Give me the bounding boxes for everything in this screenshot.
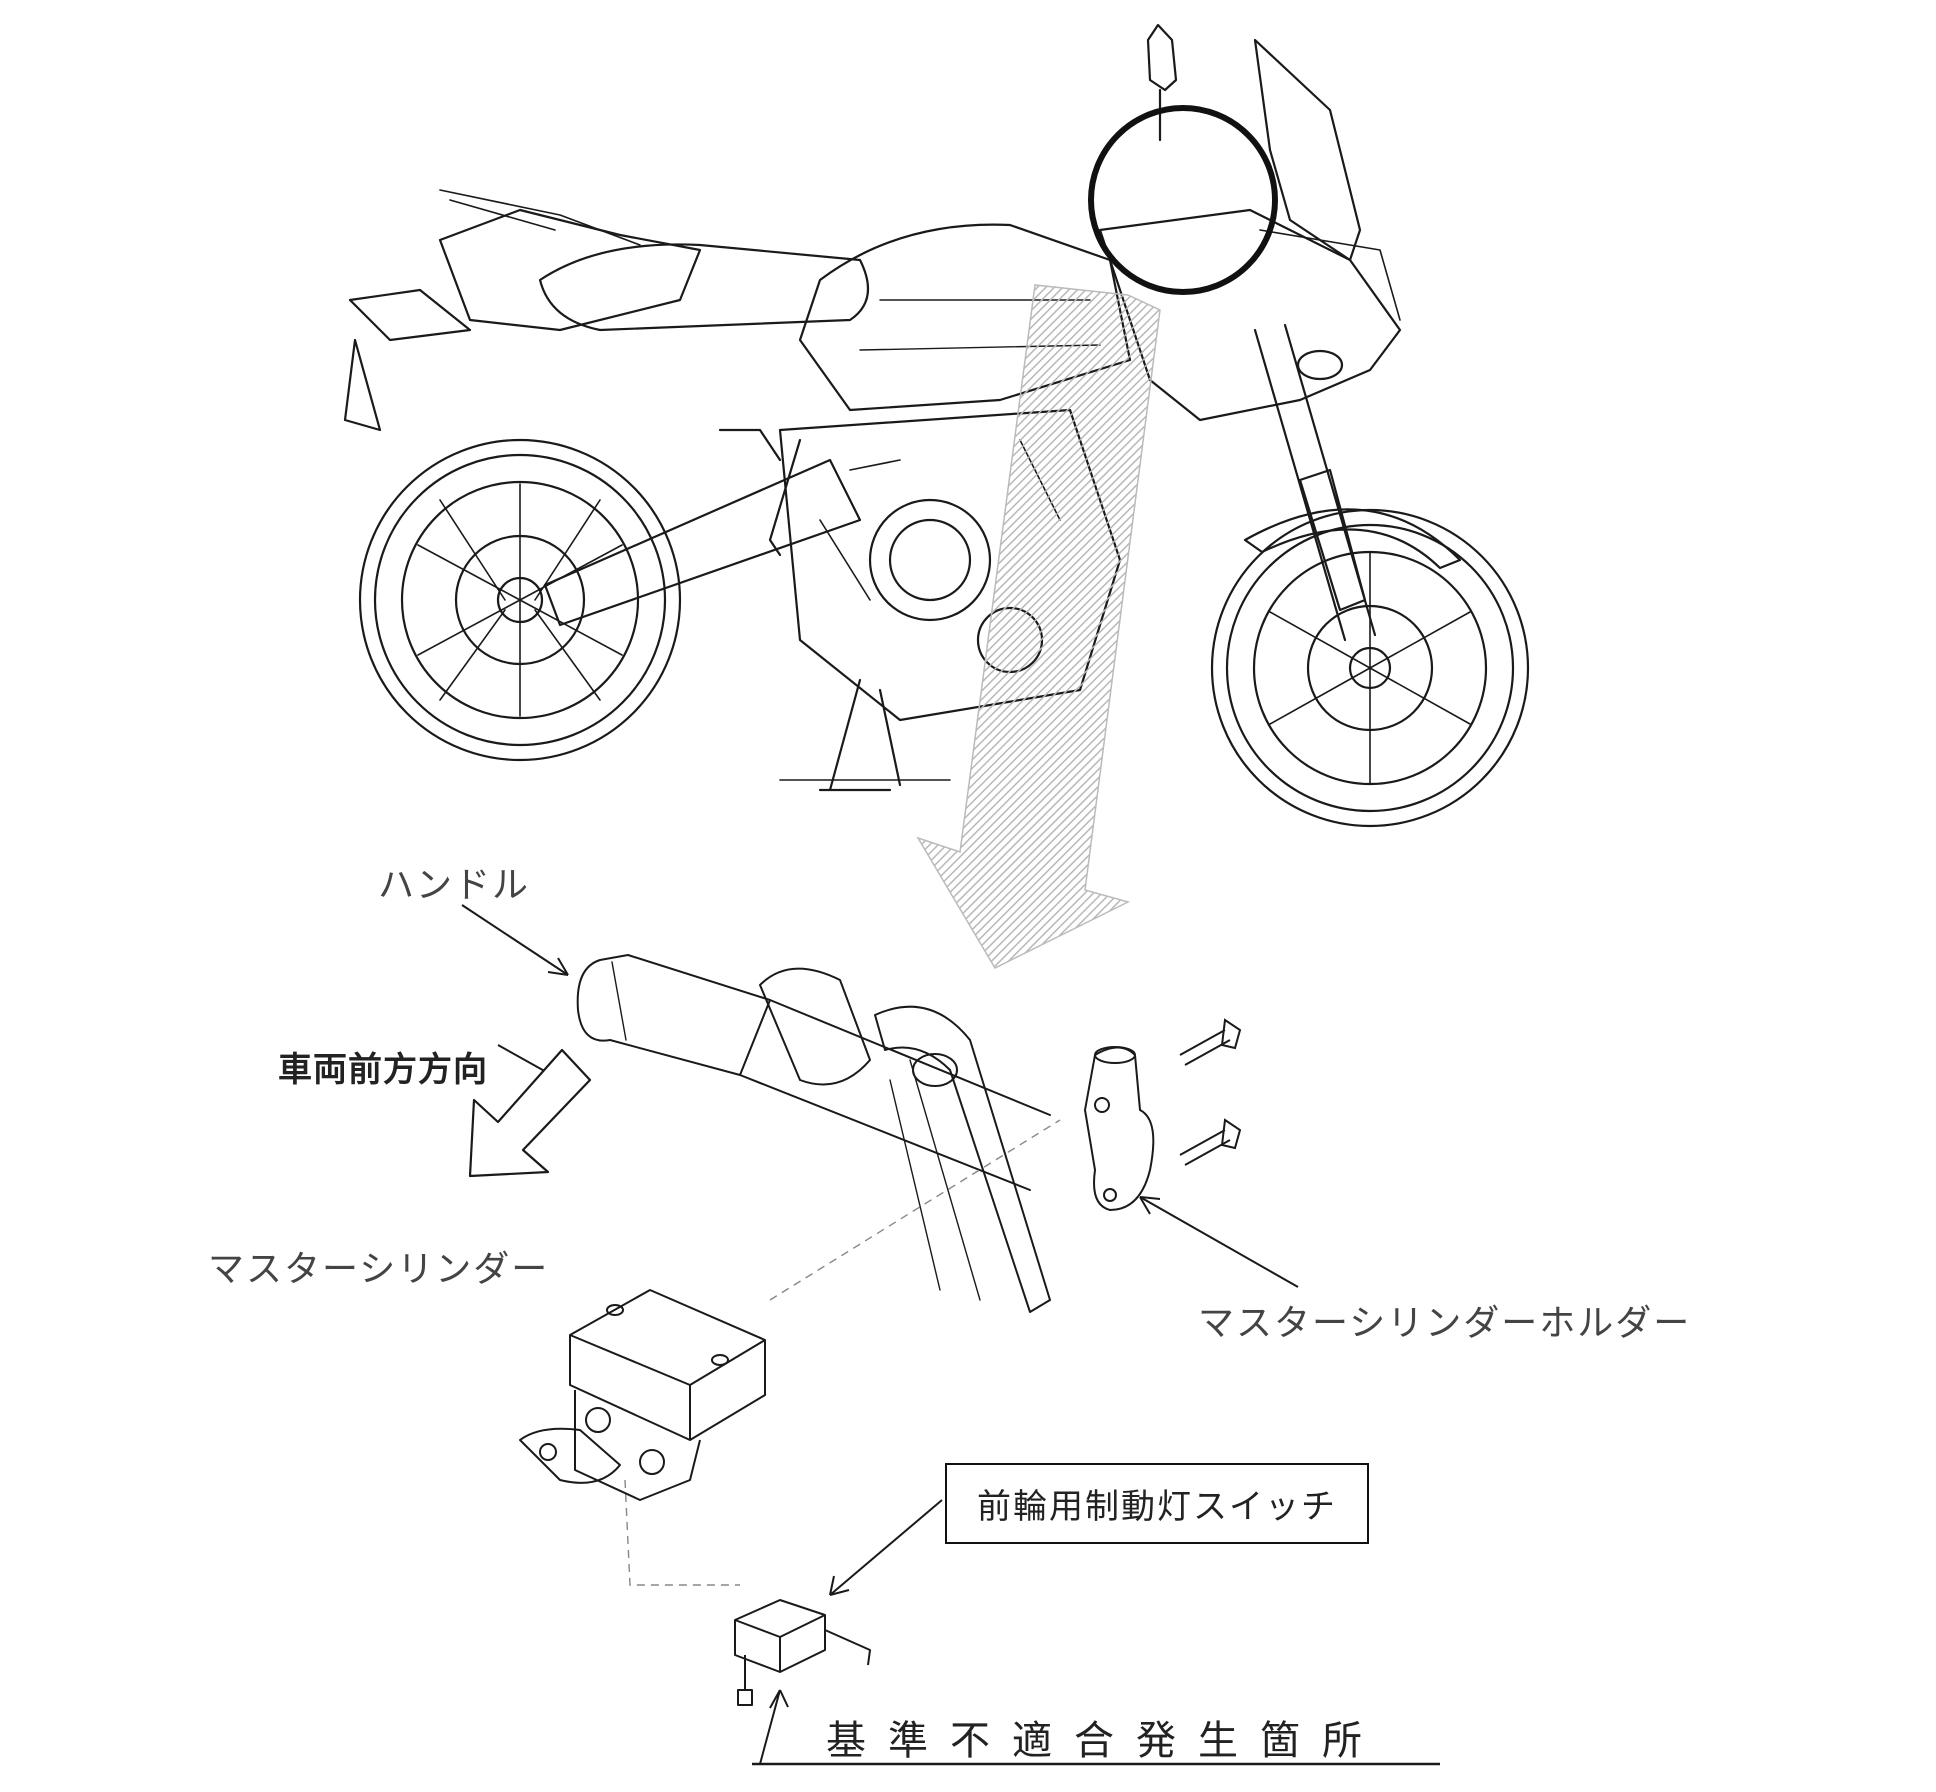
front-fork: [1253, 323, 1377, 642]
front-fairing: [1098, 208, 1402, 422]
label-front-brake-light-switch: 前輪用制動灯スイッチ: [945, 1463, 1369, 1544]
mirror: [1146, 23, 1178, 142]
label-nonconformity-location: 基準不適合発生箇所: [826, 1718, 1384, 1764]
detail-highlight-circle: [1088, 105, 1278, 295]
leader-lines: [461, 904, 1440, 1766]
center-stand: [818, 678, 902, 792]
handlebar-detail: [576, 954, 1051, 1313]
label-master-cylinder: マスターシリンダー: [208, 1249, 550, 1290]
front-wheel: [1210, 508, 1530, 828]
rear-wheel: [358, 438, 682, 762]
tail-section: [438, 208, 702, 332]
master-cylinder-reservoir: [519, 1289, 766, 1501]
windscreen: [1253, 38, 1362, 262]
motorcycle-illustration: [343, 23, 1530, 828]
bolt-icon: [1179, 1018, 1242, 1166]
seat: [538, 243, 870, 332]
direction-arrow-icon: [468, 1048, 592, 1178]
swingarm: [543, 458, 862, 627]
brake-light-switch: [734, 1599, 871, 1706]
brake-lever: [874, 1005, 1051, 1313]
handlebar-grip: [576, 954, 771, 1076]
label-master-cylinder-holder: マスターシリンダーホルダー: [1198, 1303, 1692, 1344]
zoom-arrow: [916, 284, 1161, 969]
label-handle: ハンドル: [378, 865, 531, 906]
label-vehicle-front-direction: 車両前方方向: [278, 1050, 488, 1090]
mirror-holder-clamp: [1084, 1046, 1155, 1211]
